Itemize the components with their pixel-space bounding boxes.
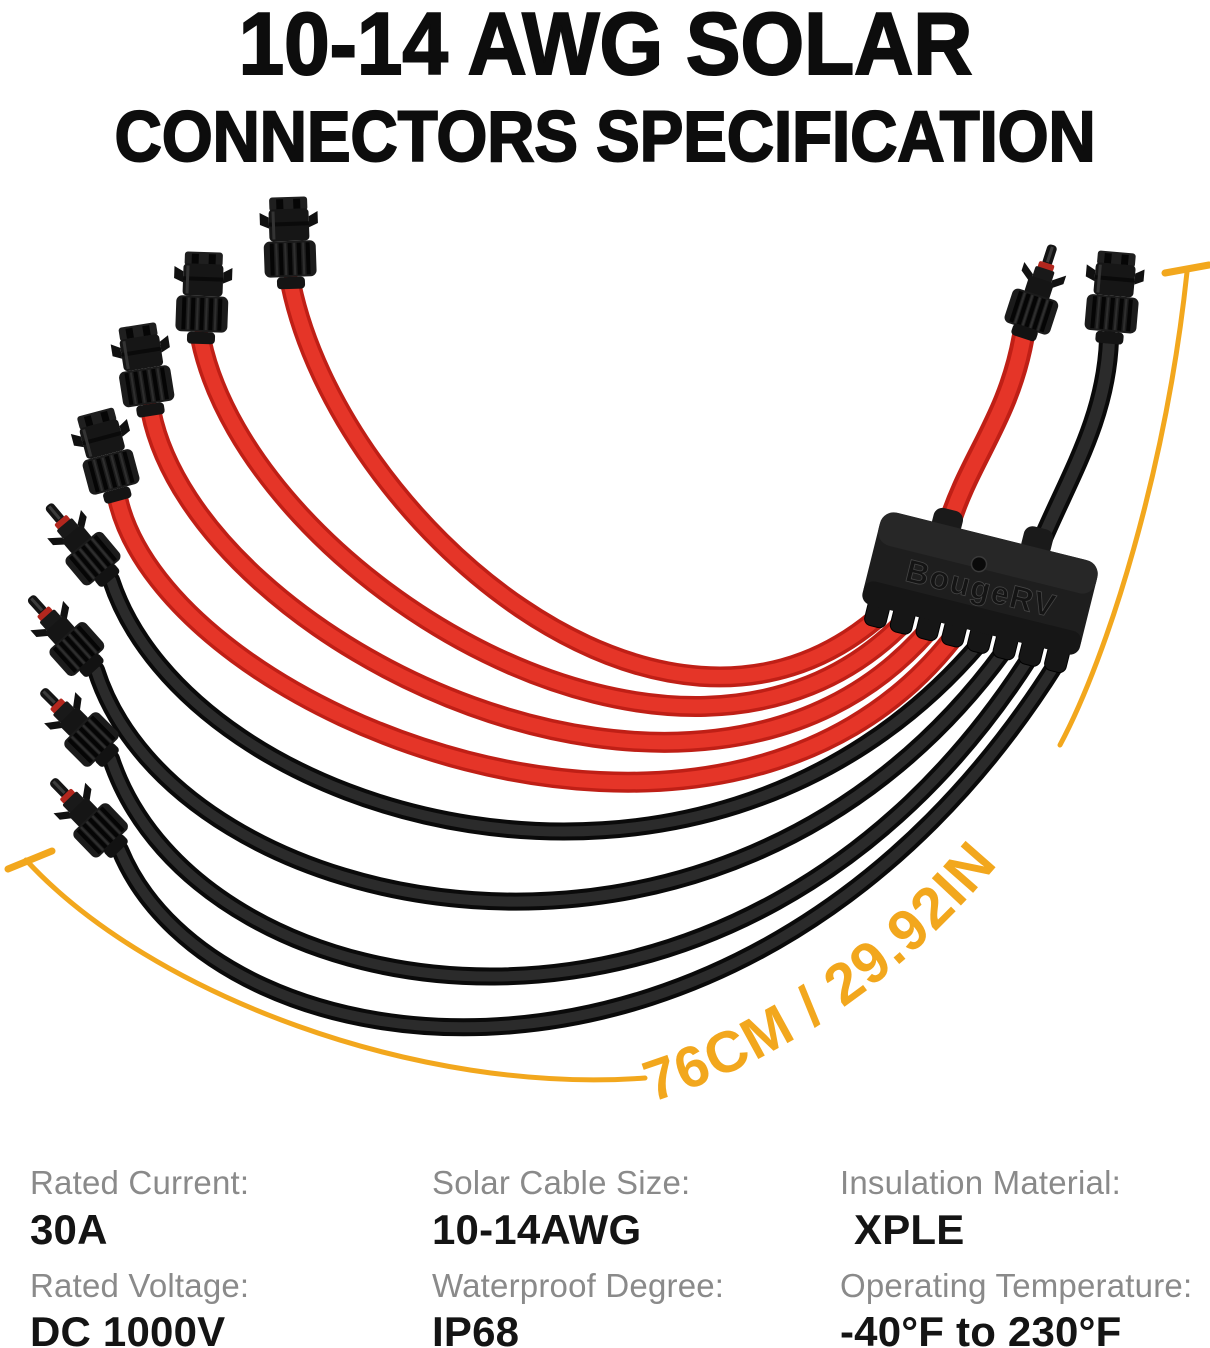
red-cable-1-sheen [284,278,883,684]
product-photo: BougeRV 76CM / 29.92IN [0,170,1210,1155]
spec-label: Solar Cable Size: [432,1164,691,1201]
block-screw-hole [970,555,988,573]
spec-value: 30A [30,1205,108,1253]
measurement-arrow [4,261,1210,1083]
block-top-face [878,512,1098,594]
connector-female-3 [106,318,183,423]
output-leads [936,326,1119,560]
spec-value: IP68 [432,1308,520,1348]
product-illustration-svg: BougeRV 76CM / 29.92IN [4,170,1210,1114]
spec-rated-voltage: Rated Voltage: DC 1000V [30,1266,410,1348]
page-title: 10-14 AWG SOLAR CONNECTORS SPECIFICATION [0,0,1210,177]
measure-arc-right [1057,269,1190,748]
red-branch-cables [107,274,964,793]
spec-cable-size: Solar Cable Size: 10-14AWG [432,1163,822,1254]
spec-value: XPLE [854,1205,965,1253]
spec-column-2: Solar Cable Size: 10-14AWG Waterproof De… [432,1163,822,1348]
block-bottom-lip [862,581,1082,655]
spec-column-3: Insulation Material: XPLE Operating Temp… [840,1163,1210,1348]
measure-cap-left [4,847,56,873]
title-line-2: CONNECTORS SPECIFICATION [114,98,1097,177]
spec-label: Rated Current: [30,1164,250,1201]
connector-female-4 [64,402,149,511]
connector-female-2 [172,251,233,345]
connector-female-output-black [1078,247,1148,349]
spec-value: -40°F to 230°F [840,1308,1122,1348]
measure-cap-right [1161,261,1210,277]
measure-arc-left [23,857,648,1083]
spec-operating-temperature: Operating Temperature: -40°F to 230°F [840,1266,1210,1348]
spec-rated-current: Rated Current: 30A [30,1163,410,1254]
connector-male-output-red [997,235,1078,348]
spec-waterproof-degree: Waterproof Degree: IP68 [432,1266,822,1348]
output-cable-black-sheen [1032,334,1115,556]
black-branch-cables [87,571,1065,1037]
connector-female-1 [259,196,320,290]
splitter-block: BougeRV [862,507,1098,674]
spec-label: Operating Temperature: [840,1266,1193,1304]
red-cable-2-sheen [194,333,908,714]
output-cable-red-sheen [940,330,1031,536]
spec-label: Rated Voltage: [30,1266,250,1304]
black-cable-1-sheen [106,575,984,837]
red-cable-4-sheen [111,493,960,790]
black-cable-2-sheen [91,646,1009,907]
spec-label: Waterproof Degree: [432,1266,725,1304]
spec-label: Insulation Material: [840,1164,1121,1201]
title-line-1: 10-14 AWG SOLAR [237,0,973,93]
red-cable-3-sheen [144,405,934,750]
spec-insulation-material: Insulation Material: XPLE [840,1163,1210,1254]
spec-value: DC 1000V [30,1308,226,1348]
black-cable-3-sheen [106,652,1035,982]
output-connectors [997,235,1148,349]
spec-value: 10-14AWG [432,1205,642,1253]
male-connectors-black [10,487,140,870]
spec-column-1: Rated Current: 30A Rated Voltage: DC 100… [30,1163,410,1348]
black-cable-4-sheen [115,659,1061,1033]
